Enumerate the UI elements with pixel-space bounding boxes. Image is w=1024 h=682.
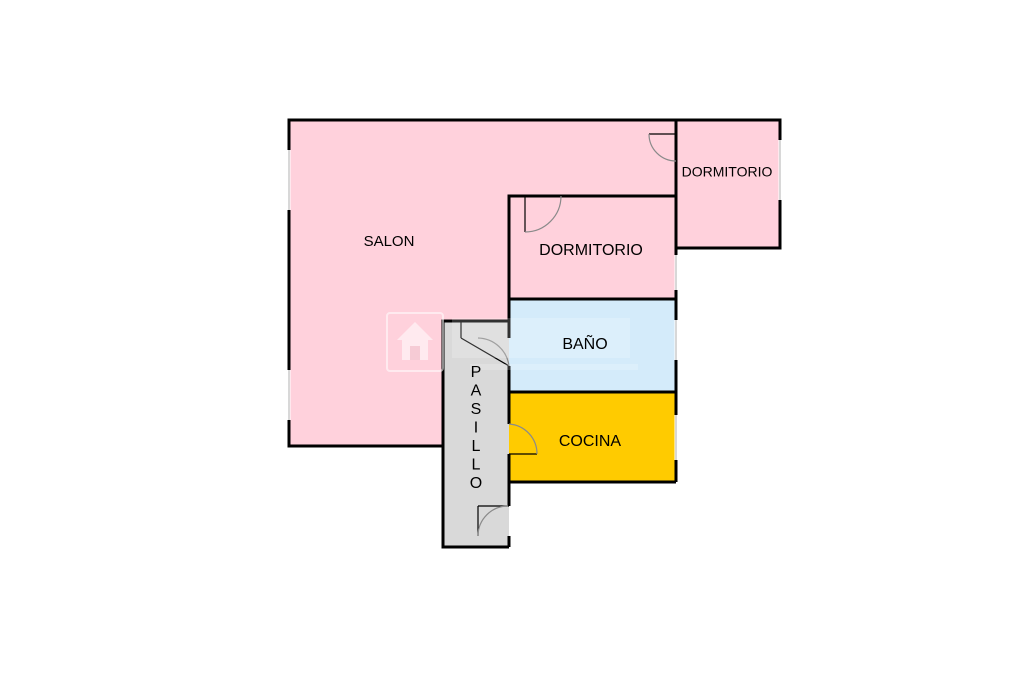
bano-label: BAÑO [562,333,607,353]
pasillo-letter: L [472,438,481,455]
pasillo-letter: P [471,364,482,381]
door-entrance [477,505,509,537]
dormitorio-right-label: DORMITORIO [682,164,773,180]
pasillo-letter: O [470,475,482,492]
house-icon [397,322,433,360]
watermark-badge [386,312,444,372]
windows [287,140,782,460]
bano-room [509,299,676,392]
pasillo-letter: S [471,401,482,418]
cocina-label: COCINA [559,433,622,450]
pasillo-room [443,321,509,547]
walls [287,118,782,549]
watermark-tagline [470,364,638,370]
pasillo-letter: A [471,383,482,400]
salon-room [289,120,676,446]
pasillo-letter: L [472,457,481,474]
door-bano [460,321,510,367]
salon-wall [287,118,676,448]
doors [460,133,677,537]
pasillo-label: P A S I L L O [470,364,482,492]
door-dormitorio-right [648,133,677,162]
cocina-room [509,392,676,482]
watermark [386,312,638,372]
dormitorio-center-room [509,196,676,299]
pasillo-letter: I [474,420,478,437]
door-dormitorio-center [524,195,562,233]
pasillo-wall [441,319,509,549]
watermark-wordmark [452,318,630,358]
salon-label: SALON [364,233,415,250]
dormitorio-right-room [676,120,780,248]
dormitorio-center-wall [507,194,676,321]
door-cocina [508,423,538,455]
room-labels: SALON DORMITORIO DORMITORIO BAÑO COCINA … [364,164,773,493]
dormitorio-center-label: DORMITORIO [539,242,643,259]
room-fills [289,120,780,547]
